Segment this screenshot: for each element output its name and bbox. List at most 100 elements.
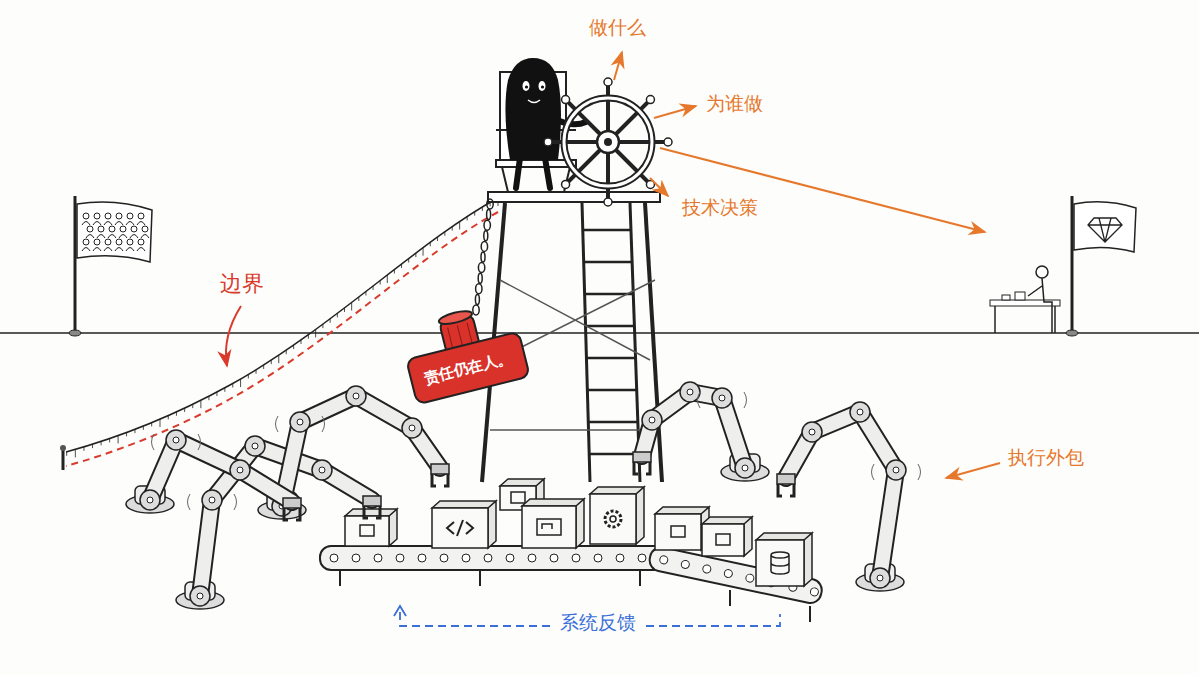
- chain-link: [481, 241, 487, 251]
- tape-tick: [408, 259, 409, 263]
- arm-joint-bolt: [209, 497, 215, 503]
- tape-tick: [134, 429, 135, 433]
- arm-gripper: [778, 484, 794, 496]
- callout-label: 执行外包: [1008, 446, 1084, 470]
- robot-arm: [258, 386, 449, 519]
- tape-tick: [168, 415, 169, 419]
- crowd-body: [119, 235, 127, 239]
- arm-joint-bolt: [719, 395, 725, 401]
- tape-tick: [293, 345, 294, 349]
- wheel-handle-knob: [646, 96, 654, 104]
- tape-peg: [62, 448, 65, 470]
- chain-link: [481, 252, 485, 262]
- tape-tick: [200, 400, 201, 408]
- parcel-top: [522, 499, 584, 548]
- tape-tick: [143, 426, 144, 430]
- screen-icon: [671, 526, 685, 537]
- leader-arrows: [226, 52, 1000, 626]
- arm-joint-bolt: [857, 409, 863, 415]
- callout-label: 系统反馈: [554, 611, 642, 635]
- arm-joint: [290, 412, 310, 432]
- tape-tick: [278, 355, 279, 363]
- crowd-body: [104, 248, 112, 252]
- belt-roller: [418, 554, 426, 562]
- arm-joint: [642, 410, 662, 430]
- arm-joint-bolt: [297, 419, 303, 425]
- parcel-box: [522, 506, 576, 548]
- belt-roller: [616, 554, 624, 562]
- arm-joint-bolt: [147, 497, 153, 503]
- wheel-rim-inner: [564, 98, 652, 186]
- tape-tick: [358, 297, 359, 301]
- parcel-top: [432, 501, 496, 548]
- tape-tick: [394, 269, 395, 273]
- parcel-box: [702, 524, 744, 556]
- chain-link: [473, 305, 479, 315]
- motion-lines: [152, 434, 201, 450]
- leader-arrow: [654, 106, 696, 118]
- tape-tick: [248, 374, 249, 378]
- arm-segment: [282, 396, 440, 506]
- parcel-top: [756, 533, 812, 586]
- desk-leg: [994, 306, 996, 333]
- tape-tick: [184, 408, 185, 412]
- arm-joint-bolt: [237, 467, 243, 473]
- chain-link: [476, 284, 482, 294]
- belt-roller: [572, 554, 580, 562]
- tape-tick: [330, 319, 331, 323]
- belt-left: [320, 546, 665, 570]
- wheel-handle-knob: [604, 78, 612, 86]
- tape-tick: [474, 212, 475, 216]
- screen-icon: [511, 492, 525, 503]
- flag-cloth: [77, 202, 152, 262]
- arm-joint-bolt: [687, 389, 693, 395]
- wheel-handle-knob: [562, 180, 570, 188]
- tape-tick: [423, 248, 424, 256]
- callout-label: 为谁做: [706, 92, 763, 116]
- crowd-body: [137, 222, 145, 226]
- arm-joint-bolt: [742, 465, 748, 471]
- measuring-tape: [60, 198, 498, 470]
- callout-label: 边界: [220, 270, 264, 298]
- tape-tick: [232, 383, 233, 387]
- wheel-rim: [564, 98, 652, 186]
- parcel-box: [432, 508, 488, 548]
- chain-link: [478, 263, 484, 273]
- arm-wrist: [431, 464, 449, 474]
- chain-link: [475, 294, 479, 304]
- belt-roller: [550, 554, 558, 562]
- belt-roller: [462, 554, 470, 562]
- tape-tick: [92, 444, 93, 448]
- arm-joint-bolt: [877, 575, 883, 581]
- tape-tick: [380, 280, 381, 284]
- arm-joint: [230, 460, 250, 480]
- tape-tick: [216, 392, 217, 396]
- ladder-rung: [587, 389, 636, 392]
- crowd-head: [127, 239, 133, 245]
- arm-wrist: [283, 498, 301, 508]
- crowd-head: [105, 213, 111, 219]
- tape-tick: [365, 292, 366, 296]
- crowd-head: [116, 239, 122, 245]
- arm-joint: [886, 460, 906, 480]
- crowd-head: [98, 226, 104, 232]
- belt-leg: [479, 570, 481, 586]
- callout-label: 技术决策: [682, 196, 758, 220]
- figure-eye: [523, 81, 530, 91]
- arm-wrist: [363, 496, 381, 506]
- tape-tick: [351, 302, 352, 310]
- boundary-edge: [66, 212, 498, 466]
- crowd-body: [97, 235, 105, 239]
- parcel-top: [655, 507, 709, 550]
- tape-tick: [373, 286, 374, 290]
- arm-segment-outline: [282, 396, 440, 506]
- figure-pupil: [525, 85, 528, 88]
- leader-arrow: [614, 52, 622, 80]
- belt-roller: [528, 554, 536, 562]
- chain-link: [487, 199, 493, 209]
- gear-hub: [610, 516, 616, 522]
- figure-eye: [539, 81, 546, 91]
- wheel-axle: [604, 138, 612, 146]
- tape-tick: [315, 329, 316, 337]
